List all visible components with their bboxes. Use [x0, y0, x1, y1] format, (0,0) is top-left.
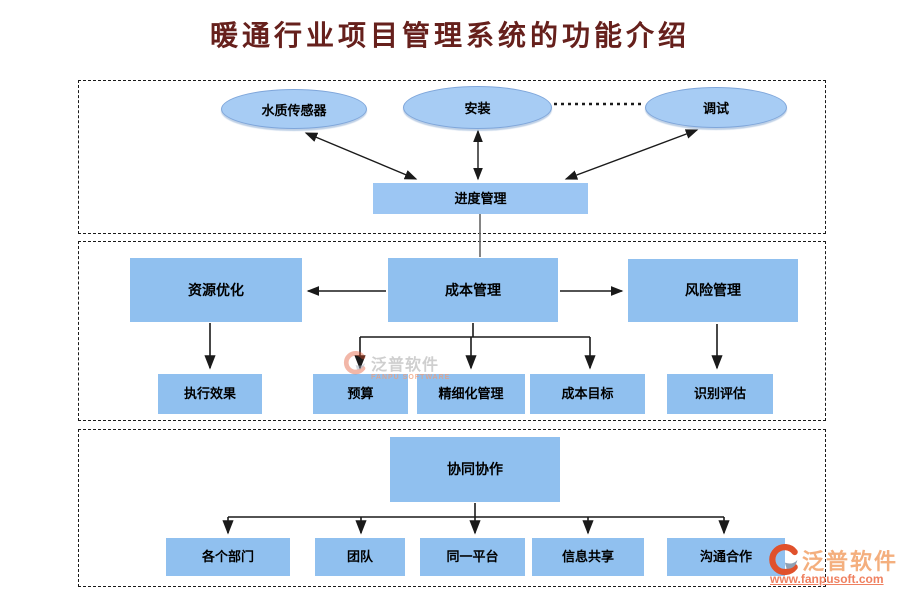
watermark-corner: 泛普软件 www.fanpusoft.com — [768, 544, 898, 586]
section-frame-collaboration — [78, 429, 826, 587]
watermark-brand-text: 泛普软件 — [371, 357, 440, 374]
node-label: 识别评估 — [693, 386, 746, 402]
section-frame-progress — [78, 80, 826, 234]
node-identify-evaluate: 识别评估 — [667, 374, 773, 414]
node-label: 风险管理 — [685, 282, 741, 299]
watermark-url-text: www.fanpusoft.com — [770, 572, 884, 586]
node-label: 资源优化 — [188, 281, 244, 298]
node-label: 成本目标 — [561, 386, 614, 402]
node-communication-cooperation: 沟通合作 — [667, 538, 785, 576]
node-label: 协同协作 — [447, 461, 503, 478]
node-progress-management: 进度管理 — [373, 183, 588, 214]
node-refined-management: 精细化管理 — [417, 374, 525, 414]
watermark-brand-text: 泛普软件 — [802, 549, 899, 574]
watermark-brand-subtitle: FANPU SOFTWARE — [371, 374, 451, 381]
node-label: 预算 — [347, 386, 374, 402]
node-label: 水质传感器 — [261, 102, 327, 118]
node-departments: 各个部门 — [166, 538, 290, 576]
node-cost-target: 成本目标 — [530, 374, 645, 414]
section-frame-cost — [78, 241, 826, 421]
ellipse-debug: 调试 — [645, 87, 787, 128]
fanpu-logo-icon — [343, 351, 366, 375]
fanpu-logo-icon — [769, 544, 798, 576]
node-cost-management: 成本管理 — [388, 258, 558, 322]
node-label: 团队 — [346, 549, 373, 565]
node-label: 成本管理 — [445, 281, 501, 298]
node-label: 进度管理 — [454, 190, 507, 206]
node-execution-effect: 执行效果 — [158, 374, 262, 414]
ellipse-water-quality-sensor: 水质传感器 — [221, 89, 367, 129]
node-label: 各个部门 — [201, 549, 254, 565]
node-budget: 预算 — [313, 374, 408, 414]
node-risk-management: 风险管理 — [628, 259, 798, 322]
node-label: 同一平台 — [446, 549, 499, 565]
node-collaboration: 协同协作 — [390, 437, 560, 502]
node-label: 调试 — [702, 101, 729, 116]
node-label: 精细化管理 — [438, 386, 504, 402]
node-label: 安装 — [464, 101, 491, 116]
ellipse-install: 安装 — [403, 86, 552, 129]
node-same-platform: 同一平台 — [420, 538, 525, 576]
watermark-center: 泛普软件 FANPU SOFTWARE — [343, 351, 450, 381]
node-information-sharing: 信息共享 — [532, 538, 644, 576]
node-label: 信息共享 — [561, 549, 614, 565]
page-title: 暖通行业项目管理系统的功能介绍 — [209, 21, 690, 52]
node-resource-optimization: 资源优化 — [130, 258, 302, 322]
node-label: 执行效果 — [183, 386, 236, 402]
node-label: 沟通合作 — [699, 549, 752, 565]
node-team: 团队 — [315, 538, 405, 576]
